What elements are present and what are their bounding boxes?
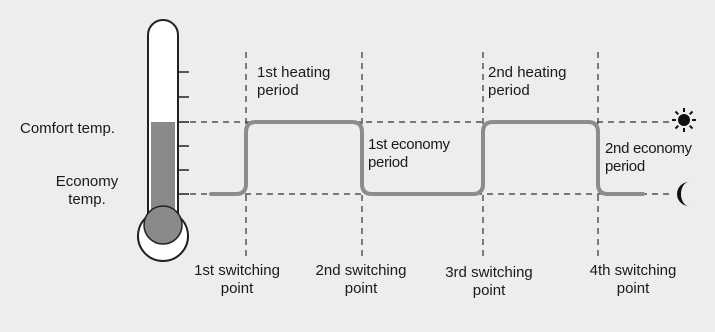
comfort-temp-label: Comfort temp.: [20, 120, 116, 137]
heating-period-1-label: 1st heating period: [257, 64, 331, 99]
economy-temp-label: Economy temp.: [55, 173, 119, 208]
thermometer: [137, 19, 189, 262]
switching-point-4-label: 4th switching point: [589, 262, 677, 297]
temperature-curve: [209, 120, 645, 196]
sun-icon: [672, 108, 696, 132]
economy-period-2-label: 2nd economy period: [605, 140, 692, 175]
heating-period-2-label: 2nd heating period: [488, 64, 567, 99]
moon-icon: [677, 182, 689, 206]
switching-point-1-label: 1st switching point: [194, 262, 280, 297]
thermometer-ticks: [178, 71, 189, 195]
switching-point-3-label: 3rd switching point: [445, 264, 533, 299]
economy-period-1-label: 1st economy period: [368, 136, 450, 171]
switching-point-2-label: 2nd switching point: [315, 262, 407, 297]
